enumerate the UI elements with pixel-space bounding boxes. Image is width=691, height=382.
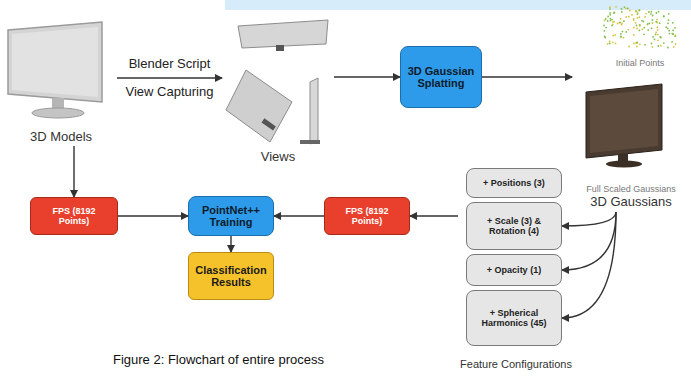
gaussian-node: Full Scaled Gaussians3D Gaussians (572, 70, 690, 212)
views-node: Views (222, 18, 334, 164)
config-box: + Opacity (1) (466, 254, 562, 286)
flow-arrow (562, 212, 616, 270)
flow-arrow (73, 146, 74, 197)
initial-point-cloud (603, 6, 676, 48)
node-text: + Positions (3) (483, 178, 545, 188)
gaussian-monitor (586, 84, 662, 168)
node-text: FPS (8192 Points) (36, 206, 112, 226)
top-band (225, 0, 691, 10)
node-text: + Spherical Harmonics (45) (472, 308, 556, 328)
process-box: 3D Gaussian Splatting (400, 46, 482, 108)
sampling-box: FPS (8192 Points) (324, 197, 410, 235)
training-box: PointNet++ Training (188, 196, 274, 236)
node-text: Full Scaled Gaussians (586, 184, 676, 194)
sampling-box: FPS (8192 Points) (30, 197, 118, 235)
flow-arrow (334, 76, 400, 77)
node-text: + Opacity (1) (487, 265, 541, 275)
flow-arrow (410, 215, 458, 216)
node-text: + Scale (3) & Rotation (4) (472, 216, 556, 236)
monitor-model (8, 22, 102, 118)
flow-arrow (482, 76, 572, 77)
node-text: Classification Results (194, 264, 268, 288)
point-cloud-node: Initial Points (592, 2, 688, 68)
config-box: + Spherical Harmonics (45) (466, 290, 562, 346)
view-images (226, 20, 328, 144)
config-box: + Positions (3) (466, 168, 562, 198)
node-text: FPS (8192 Points) (330, 206, 404, 226)
model-node: 3D Models (5, 20, 117, 146)
flow-arrow (562, 212, 616, 318)
node-text: PointNet++ Training (194, 204, 268, 228)
node-text: 3D Models (30, 129, 92, 146)
node-text: 3D Gaussian Splatting (406, 65, 476, 89)
flow-arrow (118, 215, 188, 216)
node-text: Initial Points (616, 58, 665, 68)
config-group: Feature Configurations + Positions (3) + S… (458, 164, 574, 374)
node-text: Views (261, 149, 295, 164)
result-box: Classification Results (188, 252, 274, 300)
flow-arrow (274, 215, 324, 216)
figure-caption: Figure 2: Flowchart of entire process (113, 352, 324, 367)
flow-arrow (117, 77, 222, 78)
node-text: Feature Configurations (460, 358, 572, 374)
node-subtext: 3D Gaussians (590, 194, 672, 212)
flow-arrow (562, 212, 616, 226)
edge-label: Blender Script View Capturing (122, 50, 218, 106)
flow-arrow (230, 236, 231, 252)
config-box: + Scale (3) & Rotation (4) (466, 202, 562, 250)
